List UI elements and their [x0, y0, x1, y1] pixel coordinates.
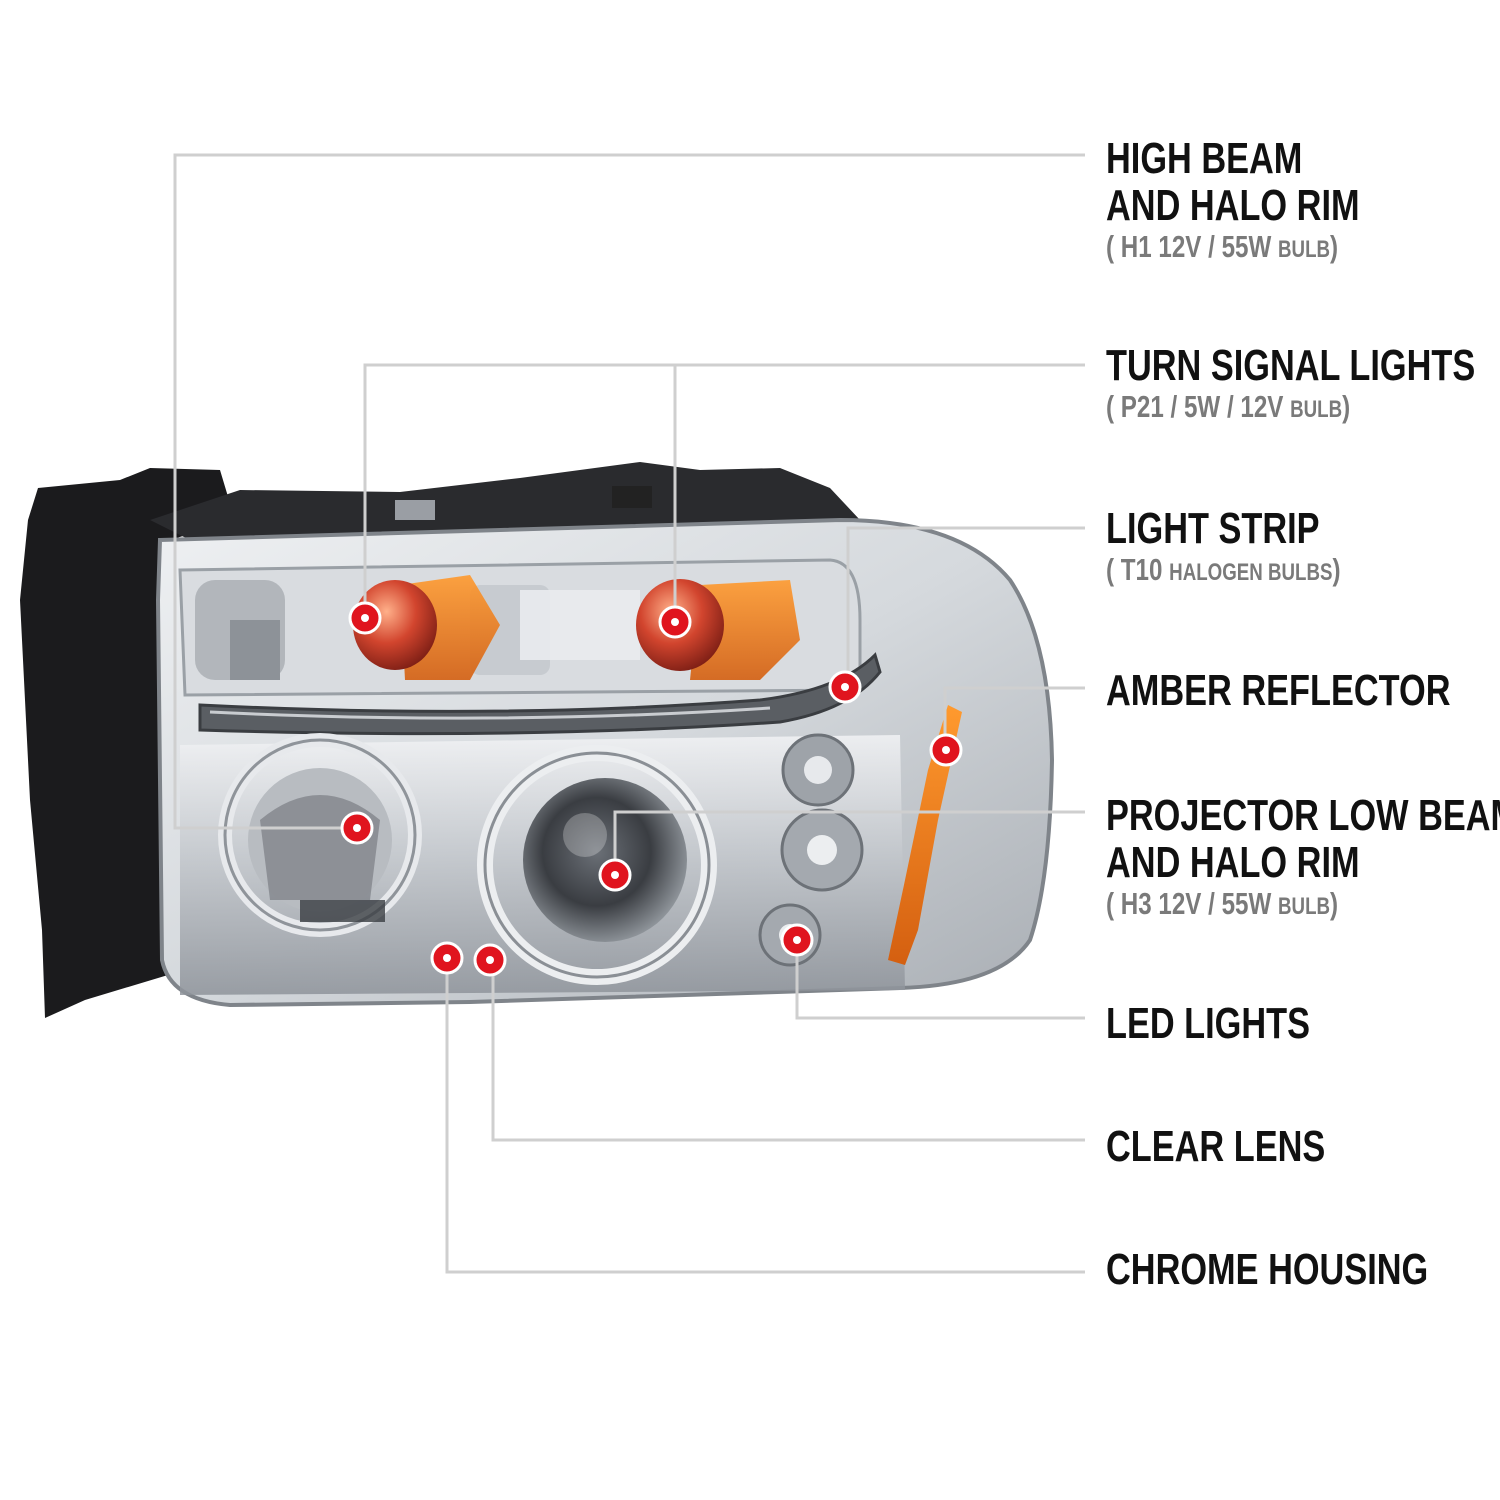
mounting-bracket [20, 468, 235, 1018]
leader-amber-reflector [943, 686, 1085, 748]
callout-title: AND HALO RIM [1106, 181, 1360, 230]
callout-title: AMBER REFLECTOR [1106, 666, 1451, 715]
leader-clear-lens [491, 962, 1085, 1142]
callout-spec: ( H3 12V / 55W BULB) [1106, 886, 1339, 921]
callout-light-strip: LIGHT STRIP ( T10 HALOGEN BULBS) [1106, 505, 1341, 591]
turn-bulb-left [353, 580, 437, 670]
callout-projector-low-beam: PROJECTOR LOW BEAM AND HALO RIM ( H3 12V… [1106, 792, 1500, 925]
marker-led [780, 923, 814, 957]
marker-projector [598, 858, 632, 892]
markers [340, 601, 963, 977]
marker-chrome-housing [430, 941, 464, 975]
callout-title: TURN SIGNAL LIGHTS [1106, 341, 1476, 390]
marker-turn-left [348, 601, 382, 635]
callout-amber-reflector: AMBER REFLECTOR [1106, 667, 1450, 714]
marker-high-beam [340, 811, 374, 845]
callout-title: LIGHT STRIP [1106, 504, 1320, 553]
leader-turn-signal [363, 363, 1085, 618]
callout-title: LED LIGHTS [1106, 999, 1311, 1048]
callout-spec: ( P21 / 5W / 12V BULB) [1106, 389, 1351, 424]
callout-title: CLEAR LENS [1106, 1122, 1326, 1171]
marker-light-strip [828, 670, 862, 704]
callout-title: CHROME HOUSING [1106, 1245, 1429, 1294]
callout-spec: ( T10 HALOGEN BULBS) [1106, 552, 1341, 587]
leader-lines [173, 153, 1085, 1274]
amber-reflector-strip [888, 705, 962, 965]
leader-led [795, 940, 1085, 1020]
callout-title: AND HALO RIM [1106, 838, 1360, 887]
callout-chrome-housing: CHROME HOUSING [1106, 1246, 1428, 1293]
callout-title: HIGH BEAM [1106, 134, 1303, 183]
callout-clear-lens: CLEAR LENS [1106, 1123, 1325, 1170]
marker-turn-right [658, 605, 692, 639]
leader-light-strip [846, 526, 1085, 686]
leader-chrome-housing [445, 960, 1085, 1274]
leader-projector [613, 810, 1085, 873]
callout-title: PROJECTOR LOW BEAM [1106, 791, 1500, 840]
projector-lens [523, 778, 687, 942]
marker-clear-lens [473, 943, 507, 977]
marker-amber-reflector [929, 733, 963, 767]
callout-led-lights: LED LIGHTS [1106, 1000, 1310, 1047]
callout-turn-signal: TURN SIGNAL LIGHTS ( P21 / 5W / 12V BULB… [1106, 342, 1475, 428]
light-strip-bar [198, 652, 882, 736]
callout-high-beam: HIGH BEAM AND HALO RIM ( H1 12V / 55W BU… [1106, 135, 1360, 268]
callout-spec: ( H1 12V / 55W BULB) [1106, 229, 1339, 264]
leader-high-beam [173, 153, 1085, 830]
